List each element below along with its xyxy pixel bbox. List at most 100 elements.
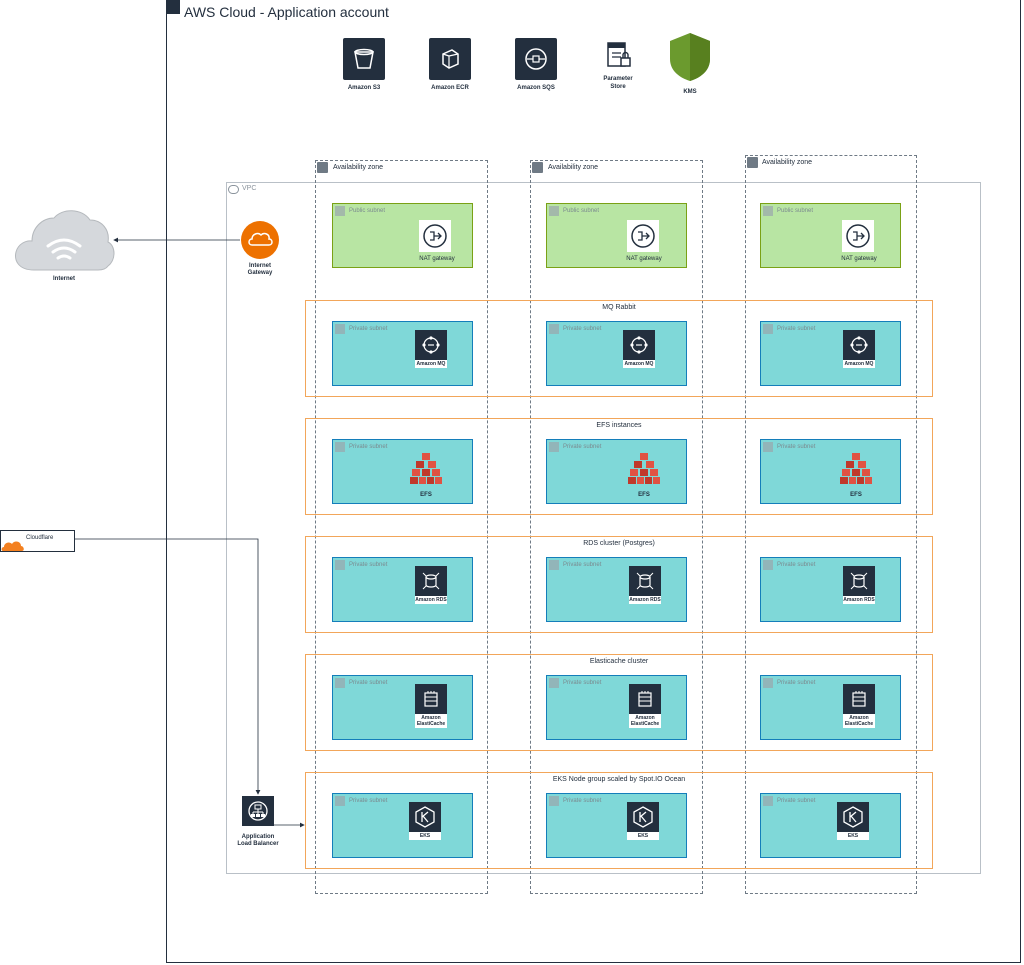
- mq-resource-card: Amazon MQ: [843, 330, 875, 368]
- s3-label: Amazon S3: [347, 85, 381, 91]
- private-subnet-icon: [549, 324, 559, 334]
- private-subnet-icon: [335, 442, 345, 452]
- mq-group-boundary: [305, 300, 933, 397]
- rds-icon: [843, 566, 875, 596]
- mq-icon: [415, 330, 447, 360]
- sqs-service: Amazon SQS: [515, 38, 557, 91]
- private-subnet-icon: [549, 442, 559, 452]
- efs-label: EFS: [638, 492, 650, 498]
- parameter-store-service: Parameter Store: [600, 40, 636, 91]
- ecr-service: Amazon ECR: [429, 38, 471, 91]
- eks-resource-card: EKS: [627, 802, 659, 840]
- kms-shield-icon: [668, 31, 712, 88]
- vpc-cloud-icon: [228, 185, 239, 194]
- rds-icon: [415, 566, 447, 596]
- ecr-label: Amazon ECR: [431, 85, 469, 91]
- elasticache-icon: [415, 684, 447, 714]
- private-subnet-label: Private subnet: [349, 680, 388, 686]
- elasticache-group-label: Elasticache cluster: [589, 658, 649, 665]
- sqs-icon: [515, 38, 557, 80]
- aws-cloud-boundary: [166, 0, 1021, 963]
- rds-group-boundary: [305, 536, 933, 633]
- rds-resource-card: Amazon RDS: [843, 566, 875, 604]
- private-subnet-icon: [335, 560, 345, 570]
- rds-resource-card: Amazon RDS: [415, 566, 447, 604]
- availability-zone-2: [530, 160, 703, 894]
- eks-icon: [837, 802, 869, 832]
- private-subnet-label: Private subnet: [563, 562, 602, 568]
- kms-service: KMS: [668, 31, 712, 95]
- private-subnet-label: Private subnet: [349, 562, 388, 568]
- efs-group-label: EFS instances: [596, 422, 642, 429]
- public-subnet-3: Public subnet NAT gateway: [760, 203, 901, 268]
- mq-group-label: MQ Rabbit: [602, 304, 636, 311]
- availability-zone-1: [315, 160, 488, 894]
- private-subnet-label: Private subnet: [777, 562, 816, 568]
- efs-label: EFS: [850, 492, 862, 498]
- eks-label: EKS: [419, 833, 431, 839]
- mq-icon: [843, 330, 875, 360]
- public-subnet-label: Public subnet: [563, 208, 600, 214]
- eks-label: EKS: [637, 833, 649, 839]
- parameter-store-label: Parameter Store: [603, 76, 633, 90]
- nat-gateway-label: NAT gateway: [419, 256, 455, 262]
- elasticache-resource-card: Amazon ElastiCache: [843, 684, 875, 728]
- eks-label: EKS: [847, 833, 859, 839]
- private-subnet-label: Private subnet: [563, 798, 602, 804]
- eks-resource-card: EKS: [837, 802, 869, 840]
- parameter-store-icon: [600, 40, 636, 70]
- private-subnet-icon: [763, 678, 773, 688]
- nat-gateway-icon: [842, 220, 874, 252]
- private-subnet-icon: [335, 678, 345, 688]
- public-subnet-icon: [763, 206, 773, 216]
- availability-zone-3-label: Availability zone: [762, 159, 813, 166]
- rds-icon: [629, 566, 661, 596]
- mq-resource-card: Amazon MQ: [623, 330, 655, 368]
- rds-label: Amazon RDS: [843, 597, 875, 603]
- elasticache-icon: [843, 684, 875, 714]
- rds-label: Amazon RDS: [629, 597, 661, 603]
- private-subnet-icon: [763, 560, 773, 570]
- cloudflare-label: Cloudflare: [26, 535, 54, 541]
- availability-zone-3: [745, 155, 917, 894]
- internet-label: Internet: [52, 276, 75, 282]
- elasticache-group-boundary: [305, 654, 933, 751]
- private-subnet-icon: [335, 796, 345, 806]
- eks-icon: [409, 802, 441, 832]
- private-subnet-label: Private subnet: [777, 680, 816, 686]
- private-subnet-label: Private subnet: [349, 326, 388, 332]
- efs-icon: [839, 452, 873, 491]
- cloudflare-cloud-icon: [1, 538, 25, 557]
- public-subnet-1: Public subnet NAT gateway: [332, 203, 473, 268]
- private-subnet-label: Private subnet: [349, 444, 388, 450]
- private-subnet-label: Private subnet: [777, 444, 816, 450]
- s3-service: Amazon S3: [343, 38, 385, 91]
- private-subnet-label: Private subnet: [563, 326, 602, 332]
- internet-gateway-icon: [240, 220, 280, 265]
- aws-cloud-title: AWS Cloud - Application account: [184, 4, 389, 20]
- kms-label: KMS: [683, 89, 697, 95]
- private-subnet-label: Private subnet: [563, 680, 602, 686]
- elasticache-icon: [629, 684, 661, 714]
- sqs-label: Amazon SQS: [517, 85, 555, 91]
- rds-group-label: RDS cluster (Postgres): [583, 540, 655, 547]
- eks-resource-card: EKS: [409, 802, 441, 840]
- elasticache-resource-card: Amazon ElastiCache: [629, 684, 661, 728]
- private-subnet-label: Private subnet: [777, 798, 816, 804]
- availability-zone-2-label: Availability zone: [548, 164, 599, 171]
- internet-cloud-icon: [12, 204, 116, 279]
- rds-resource-card: Amazon RDS: [629, 566, 661, 604]
- private-subnet-label: Private subnet: [349, 798, 388, 804]
- availability-zone-icon: [747, 157, 758, 168]
- eks-group-label: EKS Node group scaled by Spot.IO Ocean: [552, 776, 686, 783]
